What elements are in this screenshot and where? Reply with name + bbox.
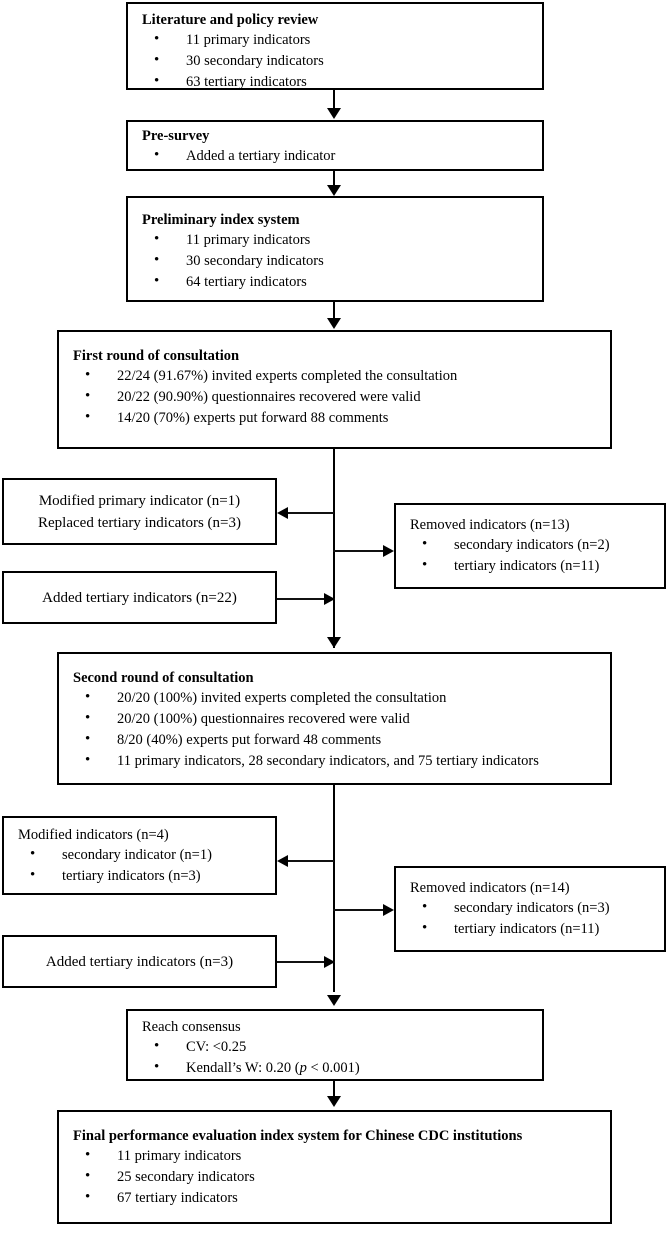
list-item: Kendall’s W: 0.20 (p < 0.001): [142, 1057, 542, 1079]
bullet-list: Added a tertiary indicator: [142, 145, 542, 167]
box-first-round-of-consultation: First round of consultation 22/24 (91.67…: [57, 330, 612, 449]
list-item: tertiary indicators (n=3): [18, 865, 275, 887]
arrow-right-icon: [383, 545, 394, 557]
box-text-line: Replaced tertiary indicators (n=3): [38, 514, 241, 531]
box-preliminary-index-system: Preliminary index system 11 primary indi…: [126, 196, 544, 302]
kendall-suffix: < 0.001): [306, 1060, 360, 1076]
box-title: Literature and policy review: [142, 12, 319, 28]
bullet-list: 22/24 (91.67%) invited experts completed…: [73, 365, 610, 429]
box-title: Second round of consultation: [73, 670, 254, 686]
list-item: 30 secondary indicators: [142, 250, 542, 272]
bullet-list: CV: <0.25 Kendall’s W: 0.20 (p < 0.001): [142, 1036, 542, 1079]
list-item: 8/20 (40%) experts put forward 48 commen…: [73, 729, 610, 751]
connector-line: [333, 90, 335, 110]
box-title: Pre-survey: [142, 128, 210, 144]
connector-line: [287, 512, 334, 514]
box-title: Preliminary index system: [142, 212, 300, 228]
box-modified-indicators-round1: Modified primary indicator (n=1) Replace…: [2, 478, 277, 545]
box-removed-indicators-round1: Removed indicators (n=13) secondary indi…: [394, 503, 666, 589]
connector-line: [277, 598, 335, 600]
list-item: 11 primary indicators: [73, 1145, 610, 1167]
box-added-tertiary-indicators-round1: Added tertiary indicators (n=22): [2, 571, 277, 624]
arrow-down-icon: [327, 995, 341, 1006]
box-title: Reach consensus: [142, 1019, 241, 1035]
list-item: 11 primary indicators: [142, 229, 542, 251]
list-item: secondary indicators (n=2): [410, 534, 664, 556]
list-item: secondary indicators (n=3): [410, 897, 664, 919]
list-item: tertiary indicators (n=11): [410, 918, 664, 940]
list-item: 20/20 (100%) invited experts completed t…: [73, 687, 610, 709]
box-text-line: Modified primary indicator (n=1): [38, 492, 241, 509]
connector-line: [333, 302, 335, 326]
list-item: 11 primary indicators: [142, 29, 542, 51]
box-text-line: Added tertiary indicators (n=3): [45, 953, 234, 970]
box-pre-survey: Pre-survey Added a tertiary indicator: [126, 120, 544, 171]
list-item: 11 primary indicators, 28 secondary indi…: [73, 750, 610, 772]
arrow-right-icon: [324, 593, 335, 605]
arrow-down-icon: [327, 108, 341, 119]
kendall-prefix: Kendall’s W: 0.20 (: [186, 1060, 300, 1076]
list-item: 20/20 (100%) questionnaires recovered we…: [73, 708, 610, 730]
connector-spine: [333, 785, 335, 992]
box-reach-consensus: Reach consensus CV: <0.25 Kendall’s W: 0…: [126, 1009, 544, 1081]
box-title: Removed indicators (n=13): [410, 517, 570, 533]
connector-spine: [333, 449, 335, 648]
bullet-list: secondary indicators (n=2) tertiary indi…: [410, 534, 664, 577]
box-title: Modified indicators (n=4): [18, 826, 169, 843]
box-title: First round of consultation: [73, 348, 240, 364]
arrow-right-icon: [383, 904, 394, 916]
connector-line: [277, 961, 335, 963]
box-text-line: Added tertiary indicators (n=22): [42, 589, 237, 606]
bullet-list: secondary indicator (n=1) tertiary indic…: [18, 844, 275, 887]
bullet-list: 11 primary indicators 30 secondary indic…: [142, 29, 542, 93]
list-item: secondary indicator (n=1): [18, 844, 275, 866]
bullet-list: 20/20 (100%) invited experts completed t…: [73, 687, 610, 772]
arrow-left-icon: [277, 855, 288, 867]
list-item: 63 tertiary indicators: [142, 71, 542, 93]
arrow-down-icon: [327, 637, 341, 648]
arrow-right-icon: [324, 956, 335, 968]
list-item: Added a tertiary indicator: [142, 145, 542, 167]
arrow-down-icon: [327, 1096, 341, 1107]
arrow-down-icon: [327, 318, 341, 329]
list-item: 67 tertiary indicators: [73, 1187, 610, 1209]
list-item: 14/20 (70%) experts put forward 88 comme…: [73, 407, 610, 429]
arrow-down-icon: [327, 185, 341, 196]
bullet-list: 11 primary indicators 25 secondary indic…: [73, 1145, 610, 1209]
list-item: 22/24 (91.67%) invited experts completed…: [73, 365, 610, 387]
box-modified-indicators-round2: Modified indicators (n=4) secondary indi…: [2, 816, 277, 895]
box-literature-and-policy-review: Literature and policy review 11 primary …: [126, 2, 544, 93]
bullet-list: secondary indicators (n=3) tertiary indi…: [410, 897, 664, 940]
p-value-symbol: p: [299, 1060, 307, 1076]
box-removed-indicators-round2: Removed indicators (n=14) secondary indi…: [394, 866, 666, 952]
box-added-tertiary-indicators-round2: Added tertiary indicators (n=3): [2, 935, 277, 988]
connector-line: [333, 1081, 335, 1105]
box-final-index-system: Final performance evaluation index syste…: [57, 1110, 612, 1224]
bullet-list: 11 primary indicators 30 secondary indic…: [142, 229, 542, 293]
box-title: Removed indicators (n=14): [410, 880, 570, 896]
list-item: 64 tertiary indicators: [142, 271, 542, 293]
connector-line: [333, 171, 335, 191]
list-item: 30 secondary indicators: [142, 50, 542, 72]
box-title: Final performance evaluation index syste…: [73, 1128, 523, 1144]
connector-line: [333, 550, 386, 552]
box-second-round-of-consultation: Second round of consultation 20/20 (100%…: [57, 652, 612, 785]
list-item: 20/22 (90.90%) questionnaires recovered …: [73, 386, 610, 408]
list-item: 25 secondary indicators: [73, 1166, 610, 1188]
arrow-left-icon: [277, 507, 288, 519]
connector-line: [287, 860, 334, 862]
connector-line: [333, 909, 386, 911]
list-item: CV: <0.25: [142, 1036, 542, 1058]
list-item: tertiary indicators (n=11): [410, 555, 664, 577]
